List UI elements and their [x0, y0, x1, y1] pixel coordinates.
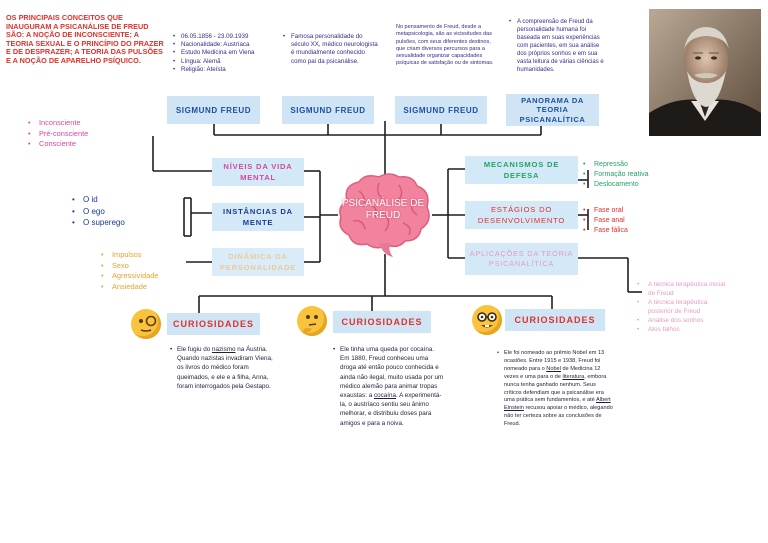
box-sigmund-freud-1: SIGMUND FREUD: [167, 96, 260, 124]
branch-niveis: NÍVEIS DA VIDA MENTAL: [212, 158, 304, 186]
branch-label: APLICAÇÕES DA TEORIA PSICANALÍTICA: [469, 249, 574, 268]
fame-text: Famosa personalidade do século XX, médic…: [283, 33, 380, 66]
underlined-term: Albert Einstein: [504, 397, 611, 412]
box-label: CURIOSIDADES: [172, 319, 254, 329]
page-title: OS PRINCIPAIS CONCEITOS QUE INAUGURAM A …: [6, 13, 164, 65]
branch-estagios: ESTÁGIOS DO DESENVOLVIMENTO: [465, 201, 578, 229]
central-label: PSICANÁLISE DE FREUD: [341, 198, 425, 221]
monocle-face-icon: [131, 309, 161, 339]
text-part: , embora nunca tenha ganhado nenhum. Seu…: [504, 373, 607, 404]
dinamica-list: Impulsos Sexo Agressividade Ansiedade: [101, 250, 201, 292]
instancias-list: O id O ego O superego: [72, 194, 172, 229]
text-part: de Medicina 12 vezes e uma para o de: [504, 365, 601, 380]
list-item: Consciente: [28, 139, 128, 150]
list-item: Pré-consciente: [28, 129, 128, 140]
box-label: CURIOSIDADES: [514, 315, 596, 325]
branch-label: NÍVEIS DA VIDA MENTAL: [223, 162, 293, 182]
branch-mecanismos: MECANISMOS DE DEFESA: [465, 156, 578, 184]
box-sigmund-freud-2: SIGMUND FREUD: [282, 96, 374, 124]
underlined-term: cocaína: [373, 392, 397, 400]
estagios-list: Fase oral Fase anal Fase fálica: [583, 206, 683, 236]
mecanismos-list: Repressão Formação reativa Deslocamento: [583, 160, 683, 190]
pulsoes-text: No pensamento de Freud, desde a metapsic…: [390, 24, 500, 68]
list-item: Ele fugiu do nazismo na Áustria. Quando …: [170, 345, 276, 391]
underlined-term: literatura: [562, 373, 585, 380]
curiosidade-3-text: Ele foi nomeado ao prêmio Nobel em 13 oc…: [497, 350, 615, 429]
list-item: Impulsos: [101, 250, 201, 261]
underlined-term: Nobel: [546, 365, 561, 372]
box-label: SIGMUND FREUD: [290, 105, 366, 115]
underlined-term: nazismo: [212, 346, 236, 353]
box-label: SIGMUND FREUD: [403, 105, 479, 115]
list-item: Ele foi nomeado ao prêmio Nobel em 13 oc…: [497, 350, 615, 429]
list-item: Atos falhos: [637, 325, 733, 334]
text-part: Ele foi nomeado ao prêmio Nobel em 13 oc…: [504, 350, 605, 372]
list-item: Fase fálica: [583, 226, 683, 236]
list-item: Inconsciente: [28, 118, 128, 129]
thinking-face-icon: [297, 306, 327, 336]
branch-label: INSTÂNCIAS DA MENTE: [223, 207, 293, 227]
text-part: Ele tinha uma queda por cocaína. Em 1880…: [340, 346, 444, 400]
list-item: Formação reativa: [583, 170, 683, 180]
list-item: No pensamento de Freud, desde a metapsic…: [396, 24, 494, 67]
box-label: PANORAMA DA TEORIA PSICANALÍTICA: [519, 95, 586, 124]
curiosidade-2-text: Ele tinha uma queda por cocaína. Em 1880…: [333, 345, 445, 428]
list-item: Sexo: [101, 261, 201, 272]
curiosidade-1-text: Ele fugiu do nazismo na Áustria. Quando …: [170, 345, 276, 391]
list-item: Agressividade: [101, 271, 201, 282]
box-label: CURIOSIDADES: [341, 317, 423, 327]
text-part: na Áustria. Quando nazistas invadiram Vi…: [177, 346, 273, 390]
list-item: 06.05.1856 - 23.09.1939: [173, 33, 278, 41]
list-item: O ego: [72, 206, 172, 218]
list-item: Ansiedade: [101, 282, 201, 293]
list-item: Análise dos sonhos: [637, 316, 733, 325]
branch-aplicacoes: APLICAÇÕES DA TEORIA PSICANALÍTICA: [465, 243, 578, 275]
list-item: Religião: Ateísta: [173, 66, 278, 74]
list-item: Nacionalidade: Austríaca: [173, 41, 278, 49]
branch-dinamica: DINÂMICA DA PERSONALIDADE: [212, 248, 304, 276]
box-label: SIGMUND FREUD: [175, 105, 252, 115]
branch-label: ESTÁGIOS DO DESENVOLVIMENTO: [477, 205, 566, 225]
text-part: recusou apoiar o médico, alegando não te…: [504, 405, 613, 428]
list-item: Língua: Alemã: [173, 58, 278, 66]
list-item: O superego: [72, 217, 172, 229]
list-item: Repressão: [583, 160, 683, 170]
list-item: Ele tinha uma queda por cocaína. Em 1880…: [333, 345, 445, 428]
box-sigmund-freud-3: SIGMUND FREUD: [395, 96, 487, 124]
box-panorama: PANORAMA DA TEORIA PSICANALÍTICA: [506, 94, 599, 126]
curiosidades-box-3: CURIOSIDADES: [505, 309, 605, 331]
aplicacoes-list: A técnica terapêutica inicial de Freud A…: [637, 280, 733, 334]
branch-label: MECANISMOS DE DEFESA: [483, 160, 560, 180]
list-item: Deslocamento: [583, 180, 683, 190]
text-part: Ele fugiu do: [177, 346, 213, 353]
list-item: O id: [72, 194, 172, 206]
list-item: A compreensão de Freud da personalidade …: [509, 18, 606, 74]
nerd-face-icon: [472, 305, 502, 335]
bio-list: 06.05.1856 - 23.09.1939 Nacionalidade: A…: [173, 33, 278, 74]
text-part: . A experimentá-la, o austríaco sentiu s…: [340, 392, 442, 427]
list-item: Fase anal: [583, 216, 683, 226]
niveis-list: Inconsciente Pré-consciente Consciente: [28, 118, 128, 150]
curiosidades-box-1: CURIOSIDADES: [167, 313, 260, 335]
panorama-text: A compreensão de Freud da personalidade …: [509, 18, 606, 74]
branch-label: DINÂMICA DA PERSONALIDADE: [219, 252, 297, 272]
curiosidades-box-2: CURIOSIDADES: [333, 311, 431, 333]
list-item: A técnica terapêutica posterior de Freud: [637, 298, 733, 316]
list-item: A técnica terapêutica inicial de Freud: [637, 280, 733, 298]
branch-instancias: INSTÂNCIAS DA MENTE: [212, 203, 304, 231]
brain-icon: [339, 173, 430, 257]
list-item: Estudo Medicina em Viena: [173, 49, 278, 57]
freud-portrait: [649, 9, 761, 136]
brain-central-node: PSICANÁLISE DE FREUD: [333, 171, 433, 259]
list-item: Famosa personalidade do século XX, médic…: [283, 33, 380, 66]
list-item: Fase oral: [583, 206, 683, 216]
